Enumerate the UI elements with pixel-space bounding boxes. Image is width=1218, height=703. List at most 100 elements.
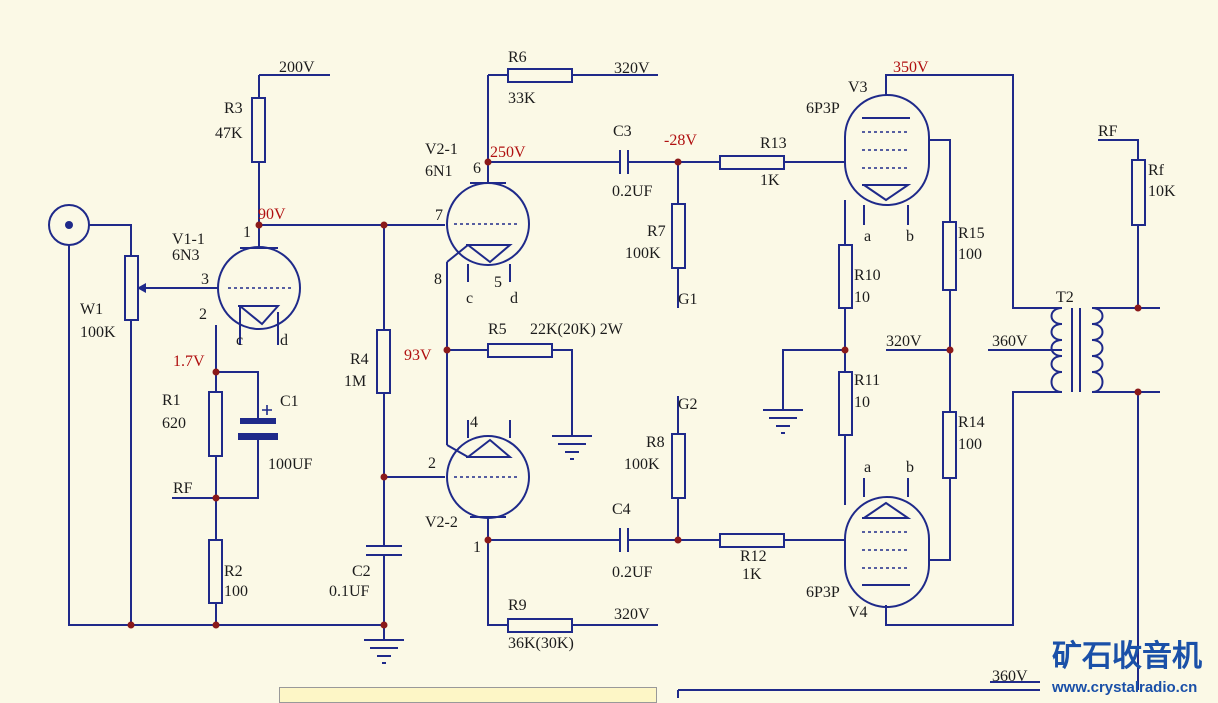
voltage-350v: 350V xyxy=(893,59,929,76)
pin-label: 6 xyxy=(473,160,481,177)
value-r6: 33K xyxy=(508,90,536,107)
tube-v4 xyxy=(844,478,930,608)
value-c2: 0.1UF xyxy=(329,583,370,600)
tube-v2-2 xyxy=(446,420,530,519)
resistor-r4 xyxy=(376,329,391,394)
value-r2: 100 xyxy=(224,583,248,600)
resistor-r5 xyxy=(487,343,553,358)
label-c4: C4 xyxy=(612,501,631,518)
label-r2: R2 xyxy=(224,563,243,580)
resistor-r8 xyxy=(671,433,686,499)
resistor-r13 xyxy=(719,155,785,170)
pin-label: 4 xyxy=(470,414,478,431)
capacitor-c1 xyxy=(238,405,278,440)
label-r8: R8 xyxy=(646,434,665,451)
value-r9: 36K(30K) xyxy=(508,635,574,652)
ground-icon xyxy=(763,409,803,434)
pin-label: 8 xyxy=(434,271,442,288)
pin-label: 5 xyxy=(494,274,502,291)
pin-label: 2 xyxy=(428,455,436,472)
value-r7: 100K xyxy=(625,245,661,262)
voltage-labels: 200V 320V 350V 90V 250V -28V 93V 1.7V 32… xyxy=(173,59,1028,685)
value-r15: 100 xyxy=(958,246,982,263)
pin-label: 7 xyxy=(435,207,443,224)
voltage-250v: 250V xyxy=(490,144,526,161)
tube-v3 xyxy=(844,94,930,225)
pin-label: c xyxy=(466,290,473,307)
pin-labels: 1 3 2 c d 6 7 8 c 5 d 4 2 1 a b a b xyxy=(199,160,914,556)
watermark-logo: 矿石收音机 xyxy=(1052,639,1202,674)
wiper-arrow-icon xyxy=(137,283,146,293)
pin-label: d xyxy=(280,332,288,349)
resistor-r15 xyxy=(942,221,957,291)
label-r14: R14 xyxy=(958,414,985,431)
voltage-1-7v: 1.7V xyxy=(173,353,205,370)
pin-label: 1 xyxy=(243,224,251,241)
resistor-r14 xyxy=(942,411,957,479)
voltage-360v-bottom: 360V xyxy=(992,668,1028,685)
label-r6: R6 xyxy=(508,49,527,66)
voltage-320v-top: 320V xyxy=(614,60,650,77)
voltage-360v-mid: 360V xyxy=(992,333,1028,350)
type-v3: 6P3P xyxy=(806,100,840,117)
value-r3: 47K xyxy=(215,125,243,142)
watermark-url: www.crystalradio.cn xyxy=(1051,679,1197,696)
label-r4: R4 xyxy=(350,351,369,368)
value-r10: 10 xyxy=(854,289,870,306)
capacitors xyxy=(238,150,629,556)
label-w1: W1 xyxy=(80,301,103,318)
label-r7: R7 xyxy=(647,223,666,240)
ground-icon xyxy=(552,435,592,460)
value-r13: 1K xyxy=(760,172,780,189)
resistor-r7 xyxy=(671,203,686,269)
value-c3: 0.2UF xyxy=(612,183,653,200)
label-g2: G2 xyxy=(678,396,698,413)
resistor-r9 xyxy=(507,618,573,633)
label-v4: V4 xyxy=(848,604,868,621)
voltage-90v: 90V xyxy=(258,206,286,223)
capacitor-c2 xyxy=(366,545,402,556)
resistor-rf xyxy=(1131,159,1146,226)
type-v4: 6P3P xyxy=(806,584,840,601)
label-v2-1: V2-1 xyxy=(425,141,458,158)
label-r1: R1 xyxy=(162,392,181,409)
capacitor-c4 xyxy=(619,528,629,552)
pin-label: 1 xyxy=(473,539,481,556)
resistor-r3 xyxy=(251,97,266,163)
value-w1: 100K xyxy=(80,324,116,341)
capacitor-c3 xyxy=(619,150,629,174)
resistor-r12 xyxy=(719,533,785,548)
label-r13: R13 xyxy=(760,135,787,152)
resistor-r11 xyxy=(838,371,853,436)
voltage-320v-bottom: 320V xyxy=(614,606,650,623)
value-r12: 1K xyxy=(742,566,762,583)
pin-label: b xyxy=(906,228,914,245)
value-rf-feedback: 10K xyxy=(1148,183,1176,200)
value-r4: 1M xyxy=(344,373,366,390)
pin-label: d xyxy=(510,290,518,307)
resistor-r1 xyxy=(208,391,223,457)
label-c3: C3 xyxy=(613,123,632,140)
value-r11: 10 xyxy=(854,394,870,411)
label-rf-feedback: Rf xyxy=(1148,162,1165,179)
label-r12: R12 xyxy=(740,548,767,565)
label-v3: V3 xyxy=(848,79,868,96)
label-r10: R10 xyxy=(854,267,881,284)
pin-label: 2 xyxy=(199,306,207,323)
voltage-320v-mid: 320V xyxy=(886,333,922,350)
resistor-r2 xyxy=(208,539,223,604)
wires xyxy=(48,74,1160,698)
label-r11: R11 xyxy=(854,372,880,389)
label-v2-2: V2-2 xyxy=(425,514,458,531)
value-c4: 0.2UF xyxy=(612,564,653,581)
resistors xyxy=(124,68,1146,633)
ground-symbols xyxy=(364,409,803,664)
transformer-t2 xyxy=(1050,307,1104,393)
site-watermark: 矿石收音机 www.crystalradio.cn xyxy=(1051,639,1202,696)
tube-v2-1 xyxy=(446,182,530,282)
voltage-93v: 93V xyxy=(404,347,432,364)
label-r9: R9 xyxy=(508,597,527,614)
tube-v1-1 xyxy=(217,246,301,345)
